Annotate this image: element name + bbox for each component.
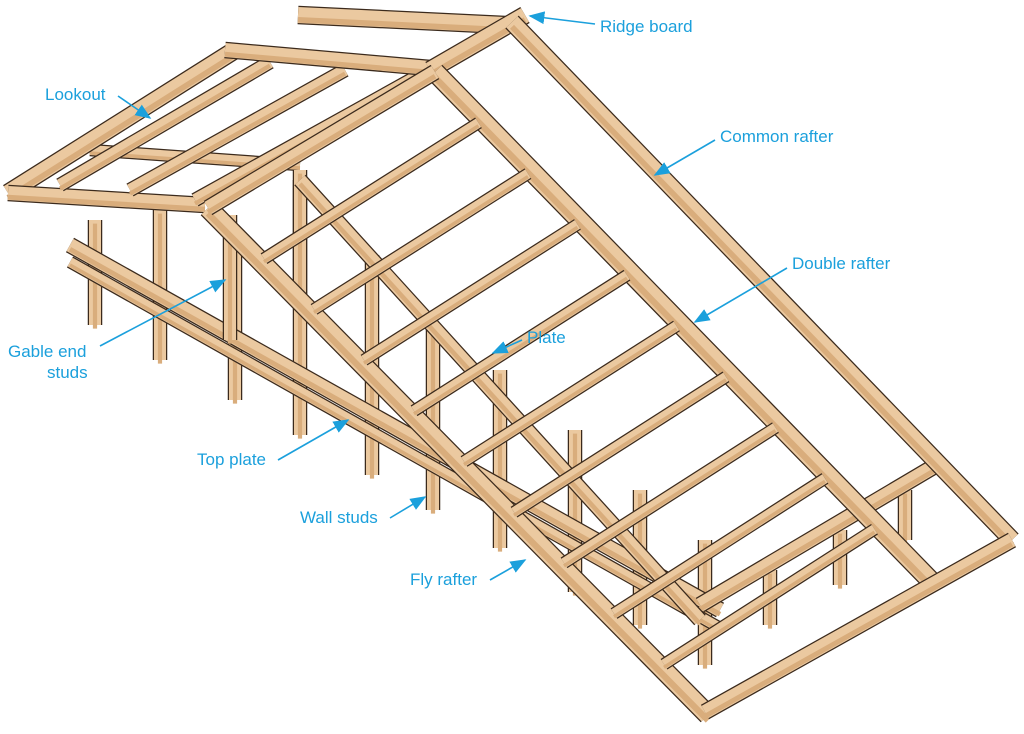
label-fly-rafter: Fly rafter (410, 570, 478, 589)
rafter-lookout (360, 219, 581, 366)
label-plate: Plate (527, 328, 566, 347)
leader-arrow-common-rafter (653, 139, 716, 176)
eave-fascia (700, 532, 1017, 720)
label-lookout: Lookout (45, 85, 106, 104)
ridge-board (297, 5, 506, 35)
label-top-plate: Top plate (197, 450, 266, 469)
leader-arrow-ridge-board (528, 11, 596, 25)
overhang-top-member (224, 41, 431, 77)
rafter-lookout (310, 168, 532, 315)
rafter-lookout (560, 422, 779, 569)
top-plate-lower (66, 256, 724, 634)
leader-arrow-top-plate (277, 419, 350, 461)
common-rafter (505, 15, 1019, 547)
rafter-lookout (460, 320, 680, 467)
leader-arrow-fly-rafter (489, 559, 527, 581)
label-gable-end-studs-line2: studs (47, 363, 88, 382)
right-wall-plate (695, 452, 950, 613)
lookout (56, 55, 274, 192)
framing-members-group (3, 5, 1019, 723)
top-plate (65, 237, 725, 618)
overhang-top-member (203, 64, 440, 216)
leader-arrow-double-rafter (693, 267, 788, 323)
lookout (126, 63, 349, 197)
overhang-fly-rafter (3, 42, 240, 201)
leader-arrow-wall-studs (389, 496, 427, 519)
label-double-rafter: Double rafter (792, 254, 891, 273)
label-ridge-board: Ridge board (600, 17, 693, 36)
label-common-rafter: Common rafter (720, 127, 834, 146)
leader-arrow-plate (491, 339, 523, 354)
rafter-lookout (260, 117, 482, 264)
rafter-lookout (660, 523, 878, 670)
plate (294, 174, 706, 626)
label-gable-end-studs: Gable end (8, 342, 87, 361)
rafter-lookout (410, 269, 631, 417)
leader-arrow-lookout (117, 95, 152, 119)
rafter-lookout (610, 473, 829, 619)
leader-arrows-group (99, 11, 788, 581)
fly-rafter (200, 200, 716, 723)
label-wall-studs: Wall studs (300, 508, 378, 527)
leader-arrow-gable-end-studs (99, 279, 227, 347)
double-rafter (427, 64, 938, 588)
overhang-fascia (7, 184, 206, 214)
rafter-lookout (510, 371, 730, 518)
